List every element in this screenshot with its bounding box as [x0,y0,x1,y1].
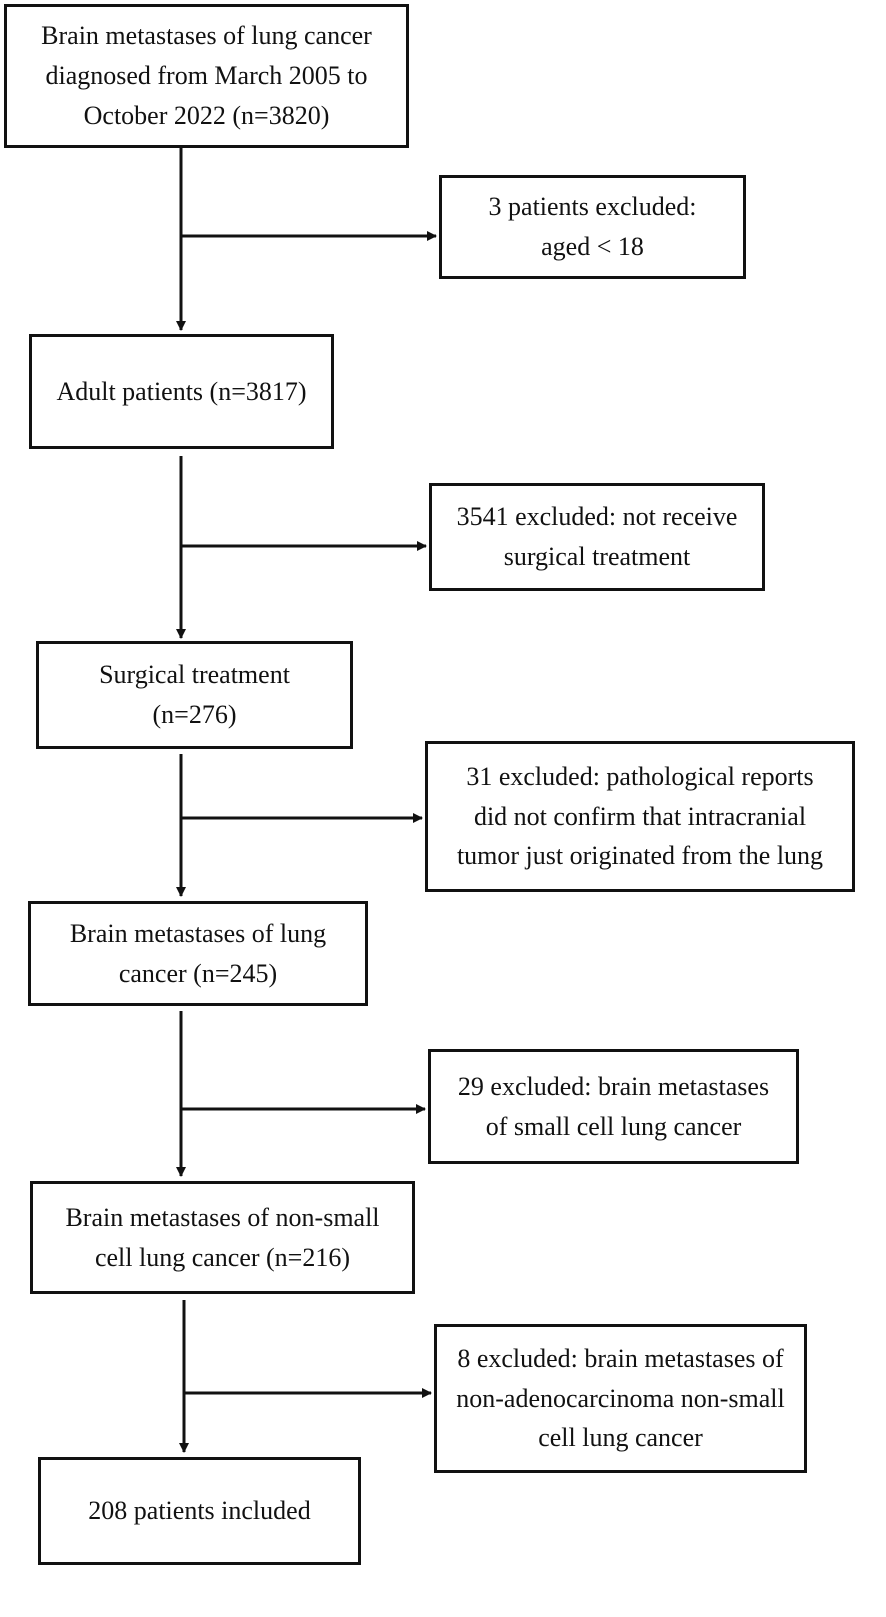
exclusion-box-1-text: 3 patients excluded: aged < 18 [488,192,697,261]
exclusion-box-1: 3 patients excluded: aged < 18 [439,175,746,279]
exclusion-box-4-text: 29 excluded: brain metastases of small c… [457,1071,770,1141]
exclusion-box-5-text: 8 excluded: brain metastases of non-aden… [456,1343,785,1453]
flow-step-2-text: Adult patients (n=3817) [56,376,307,406]
flow-step-3-text: Surgical treatment (n=276) [99,660,290,729]
exclusion-box-4: 29 excluded: brain metastases of small c… [428,1049,799,1164]
exclusion-box-3-text: 31 excluded: pathological reports did no… [456,761,824,871]
flow-step-6-text: 208 patients included [88,1496,311,1526]
flow-step-1-text: Brain metastases of lung cancer diagnose… [41,21,372,130]
flow-step-4: Brain metastases of lung cancer (n=245) [28,901,368,1006]
flow-step-5-text: Brain metastases of non-small cell lung … [65,1202,380,1272]
exclusion-box-2: 3541 excluded: not receive surgical trea… [429,483,765,591]
exclusion-box-3: 31 excluded: pathological reports did no… [425,741,855,892]
exclusion-box-5: 8 excluded: brain metastases of non-aden… [434,1324,807,1473]
flow-step-2: Adult patients (n=3817) [29,334,334,449]
flow-step-6: 208 patients included [38,1457,361,1565]
flow-step-3: Surgical treatment (n=276) [36,641,353,749]
flow-step-1: Brain metastases of lung cancer diagnose… [4,4,409,148]
exclusion-box-2-text: 3541 excluded: not receive surgical trea… [456,502,738,571]
flow-step-4-text: Brain metastases of lung cancer (n=245) [69,918,327,988]
flow-step-5: Brain metastases of non-small cell lung … [30,1181,415,1294]
